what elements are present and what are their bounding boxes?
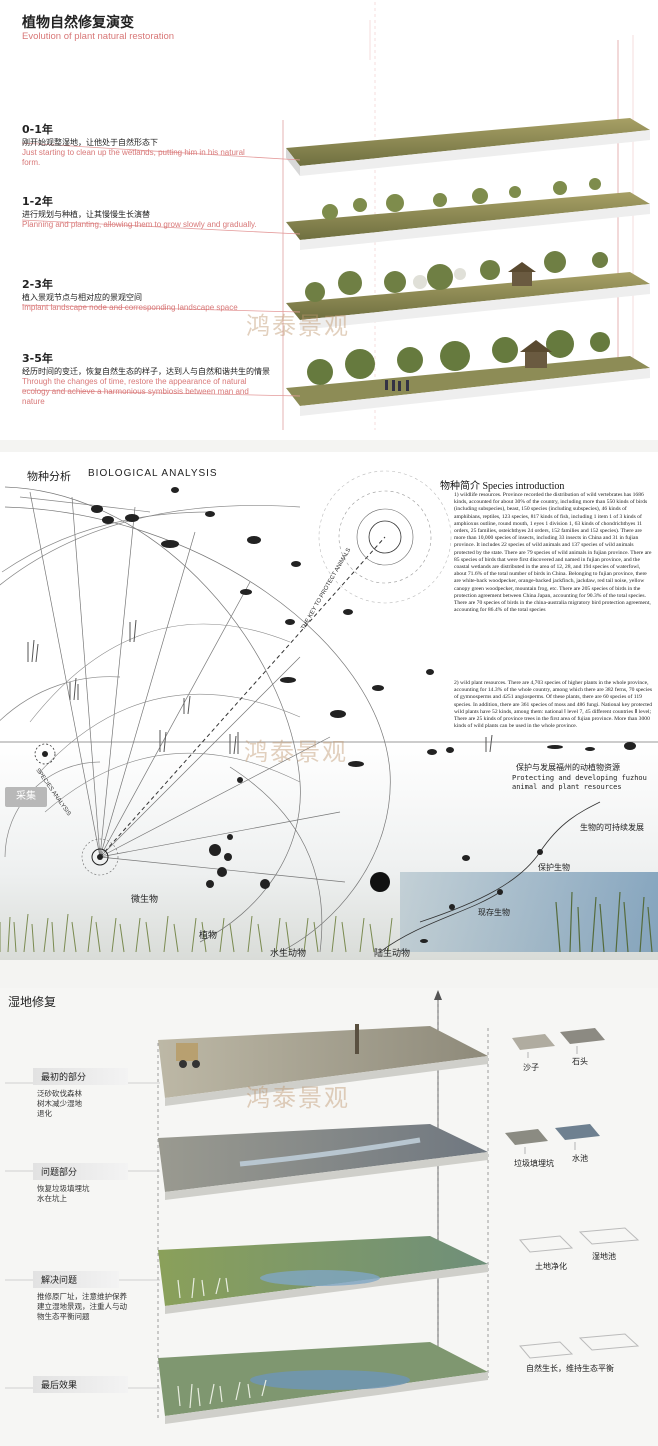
tag-balance: 自然生长，维持生态平衡 (526, 1364, 614, 1373)
protect-bio-label: 保护生物 (538, 863, 570, 872)
stage-cn: 刚开始观整湿地，让他处于自然形态下 (22, 138, 158, 147)
section-line: 恢复垃圾填埋坑 (37, 1184, 90, 1193)
panel3-title: 湿地修复 (8, 995, 57, 1009)
species-intro-para1: 1) wildlife resources. Province recorded… (454, 492, 652, 614)
stage-en: Implant landscape node and corresponding… (22, 303, 238, 312)
section-head: 最初的部分 (33, 1068, 128, 1085)
tag-stone: 石头 (572, 1057, 588, 1066)
wetland-layers-illustration (5, 990, 640, 1424)
watermark: 鸿泰景观 (246, 312, 350, 340)
section-line: 物生态平衡问题 (37, 1312, 90, 1321)
category-plant: 植物 (199, 931, 218, 941)
section-head: 最后效果 (33, 1376, 128, 1393)
section-line: 推修原厂址，注意维护保养 (37, 1292, 127, 1301)
collect-badge[interactable]: 采集 (5, 787, 47, 807)
section-final: 最后效果 (33, 1376, 128, 1393)
tag-sand: 沙子 (523, 1063, 539, 1072)
watermark: 鸿泰景观 (244, 738, 348, 766)
sustain-label: 生物的可持续发展 (580, 823, 644, 832)
section-line: 水在坑上 (37, 1194, 67, 1203)
stage-3-5: 3-5年 经历时间的变迁，恢复自然生态的样子，达到人与自然和谐共生的情景 Thr… (22, 350, 272, 407)
stage-2-3: 2-3年 植入景观节点与相对应的景观空间 Implant landscape n… (22, 276, 262, 313)
stage-1-2: 1-2年 进行规划与种植，让其慢慢生长演替 Planning and plant… (22, 193, 262, 230)
tag-landfill: 垃圾填埋坑 (514, 1159, 554, 1168)
stage-cn: 植入景观节点与相对应的景观空间 (22, 293, 142, 302)
panel1-subtitle: Evolution of plant natural restoration (22, 31, 175, 42)
protect-en: Protecting and developing fuzhou animal … (512, 774, 647, 791)
terrain-layers-illustration (21, 2, 650, 430)
watermark: 鸿泰景观 (246, 1084, 350, 1112)
tag-purify: 土地净化 (535, 1262, 567, 1271)
stage-year: 0-1年 (22, 123, 53, 136)
stage-en: Through the changes of time, restore the… (22, 377, 249, 406)
panel2-title-en: BIOLOGICAL ANALYSIS (88, 468, 218, 479)
stage-year: 3-5年 (22, 352, 53, 365)
section-line: 泛砂砍伐森林 (37, 1089, 82, 1098)
category-microbe: 微生物 (131, 895, 159, 905)
species-fan-diagram: THE KEY TO PROTECT ANIMALS SPECIES ANALY… (0, 470, 658, 960)
section-line: 树木减少湿地 (37, 1099, 82, 1108)
stage-year: 1-2年 (22, 195, 53, 208)
section-initial: 最初的部分 泛砂砍伐森林 树木减少湿地 退化 (33, 1068, 128, 1119)
tag-pool: 水池 (572, 1154, 588, 1163)
biological-analysis-panel: THE KEY TO PROTECT ANIMALS SPECIES ANALY… (0, 452, 658, 960)
category-terrestrial: 陆生动物 (374, 949, 411, 959)
section-line: 建立湿地景观，注重人与动 (37, 1302, 127, 1311)
category-aquatic: 水生动物 (270, 949, 307, 959)
section-head: 解决问题 (33, 1271, 119, 1288)
species-intro-title: 物种简介 Species introduction (440, 481, 565, 492)
tag-wetland-pool: 湿地池 (592, 1252, 616, 1261)
existing-bio-label: 现存生物 (478, 908, 510, 917)
species-intro-para2: 2) wild plant resources. There are 4,703… (454, 680, 653, 730)
protect-cn: 保护与发展福州的动植物资源 (516, 763, 620, 772)
stage-en: Just starting to clean up the wetlands, … (22, 148, 245, 167)
section-line: 退化 (37, 1109, 52, 1118)
panel2-title-cn: 物种分析 (27, 470, 71, 483)
stage-cn: 经历时间的变迁，恢复自然生态的样子，达到人与自然和谐共生的情景 (22, 367, 270, 376)
panel1-title: 植物自然修复演变 (22, 15, 134, 31)
section-solution: 解决问题 推修原厂址，注意维护保养 建立湿地景观，注重人与动 物生态平衡问题 (33, 1271, 158, 1322)
section-problem: 问题部分 恢复垃圾填埋坑 水在坑上 (33, 1163, 128, 1204)
stage-en: Planning and planting, allowing them to … (22, 220, 257, 229)
section-head: 问题部分 (33, 1163, 128, 1180)
stage-year: 2-3年 (22, 278, 53, 291)
stage-0-1: 0-1年 刚开始观整湿地，让他处于自然形态下 Just starting to … (22, 121, 262, 168)
plant-evolution-panel: 植物自然修复演变 Evolution of plant natural rest… (0, 0, 658, 440)
wetland-restoration-panel: 湿地修复 (0, 988, 658, 1446)
stage-cn: 进行规划与种植，让其慢慢生长演替 (22, 210, 150, 219)
